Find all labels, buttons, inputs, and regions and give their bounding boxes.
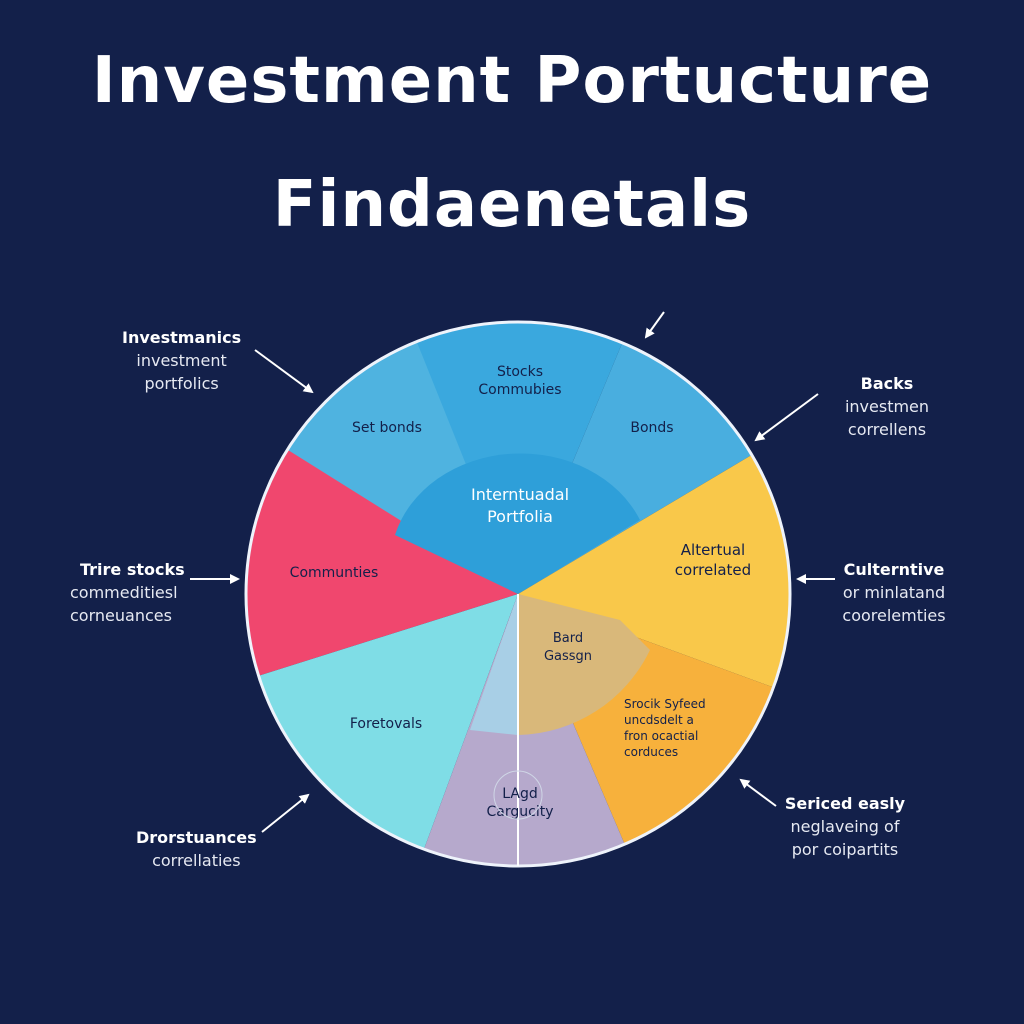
- callout-line: corneuances: [70, 606, 172, 625]
- callout-title: Culterntive: [843, 560, 945, 579]
- segment-laged[interactable]: [420, 594, 625, 900]
- label-stock-syfeed-3: fron ocactial: [624, 729, 698, 743]
- center-label-line-1: Interntuadal: [471, 485, 569, 504]
- center-dome: [395, 453, 640, 594]
- label-communties: Communties: [290, 565, 379, 581]
- label-stock-syfeed-4: corduces: [624, 745, 678, 759]
- callout-top-left: Investmanics investment portfolics: [122, 326, 241, 395]
- callout-line: investment: [136, 351, 227, 370]
- callout-line: por coipartits: [791, 840, 899, 859]
- center-label-line-2: Portfolia: [487, 507, 553, 526]
- callout-mid-left: Trire stocks commeditiesl corneuances: [70, 558, 185, 627]
- callout-line: or minlatand: [842, 583, 946, 602]
- callout-title: Trire stocks: [80, 560, 185, 579]
- callout-title: Investmanics: [122, 328, 242, 347]
- label-set-bonds: Set bonds: [352, 420, 422, 436]
- segment-bard[interactable]: [518, 594, 650, 735]
- callout-line: commeditiesl: [70, 583, 178, 602]
- callout-line: correllens: [847, 420, 927, 439]
- segment-communties[interactable]: [220, 445, 518, 690]
- page-title-line-1: Investment Portucture: [91, 44, 933, 118]
- callout-mid-right: Culterntive or minlatand coorelemties: [832, 558, 956, 627]
- callout-line: investmen: [844, 397, 930, 416]
- label-stocks-1: Stocks: [497, 364, 543, 380]
- callout-line: neglaveing of: [790, 817, 900, 836]
- label-stocks-2: Commubies: [478, 382, 561, 398]
- callout-title: Sericed easly: [784, 794, 906, 813]
- page-title-line-2: Findaenetals: [272, 168, 752, 242]
- label-foretovals: Foretovals: [350, 716, 422, 732]
- label-bard-2: Gassgn: [544, 649, 592, 664]
- label-alternative-1: Altertual: [681, 541, 745, 559]
- label-laged-1: LAgd: [502, 786, 537, 802]
- callout-line: coorelemties: [842, 606, 946, 625]
- callout-line: correllaties: [152, 851, 241, 870]
- callout-line: portfolics: [144, 374, 219, 393]
- label-bonds: Bonds: [630, 420, 673, 436]
- label-laged-2: Cargucity: [487, 804, 554, 820]
- callout-bottom-right: Sericed easly neglaveing of por coiparti…: [780, 792, 910, 861]
- callout-bottom-left: Drorstuances correllaties: [136, 826, 257, 872]
- label-stock-syfeed-2: uncdsdelt a: [624, 713, 694, 727]
- segment-sliver: [470, 594, 518, 735]
- label-stock-syfeed-1: Srocik Syfeed: [624, 697, 706, 711]
- callout-title: Backs: [860, 374, 914, 393]
- laged-ring: [493, 770, 543, 820]
- segment-stocks[interactable]: [400, 300, 640, 594]
- segment-alternative[interactable]: [518, 450, 820, 700]
- callout-top-right: Backs investmen correllens: [832, 372, 942, 441]
- label-bard-1: Bard: [553, 631, 583, 646]
- callout-title: Drorstuances: [136, 828, 257, 847]
- label-alternative-2: correlated: [675, 561, 751, 579]
